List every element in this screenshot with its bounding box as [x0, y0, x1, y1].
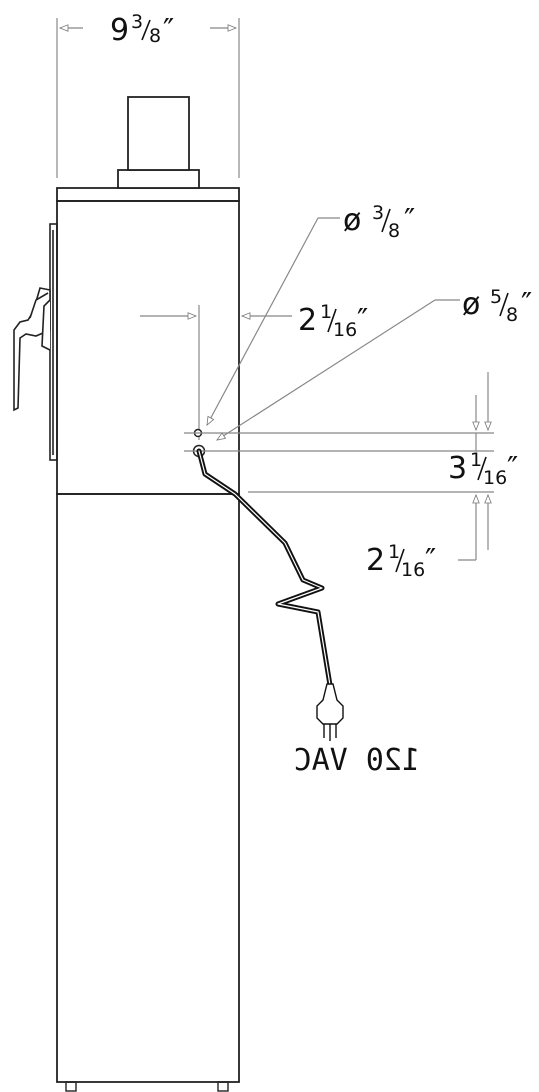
height-lower-whole: 2: [366, 543, 385, 578]
dim-side-offset: [140, 305, 292, 440]
cabinet-lower-section: [56, 493, 240, 1083]
leader-large-hole: [216, 299, 460, 441]
hole-large-fraction-bar: [499, 292, 509, 317]
height-lower-unit: ″: [425, 543, 436, 578]
dim-hole-large-label: ø 5 8 ″: [462, 286, 532, 326]
dim-width: [56, 18, 240, 178]
side-offset-unit: ″: [357, 303, 368, 338]
power-plug-icon: [316, 683, 344, 741]
dim-height-upper-label: 3 1 16 ″: [448, 449, 518, 489]
hole-large-den: 8: [506, 304, 518, 326]
width-fraction-bar: [141, 19, 151, 41]
hole-small-unit: ″: [404, 203, 415, 238]
hole-large-unit: ″: [521, 287, 532, 322]
hole-small-fraction-bar: [381, 208, 391, 233]
motor-housing-base: [117, 169, 200, 189]
height-lower-den: 16: [401, 559, 425, 581]
motor-housing-top: [127, 96, 190, 171]
height-upper-den: 16: [483, 467, 507, 489]
height-lower-num: 1: [388, 541, 400, 563]
power-cord: [196, 448, 333, 688]
power-label: 120 VAC: [294, 743, 420, 778]
door-panel: [49, 223, 58, 461]
width-num: 3: [131, 11, 143, 33]
dim-hole-small-label: ø 3 8 ″: [343, 202, 415, 242]
dim-width-label: 9 3 8 ″: [110, 11, 174, 48]
door-handle: [13, 287, 51, 412]
width-den: 8: [149, 25, 161, 47]
cabinet: [56, 187, 240, 1092]
height-lower-fraction-bar: [395, 548, 405, 573]
width-unit: ″: [163, 13, 174, 48]
side-offset-whole: 2: [298, 303, 317, 338]
hole-large-prefix: ø: [462, 287, 480, 322]
dim-side-offset-label: 2 1 16 ″: [298, 301, 368, 341]
dim-height-lower-label: 2 1 16 ″: [366, 541, 436, 581]
hole-small-num: 3: [372, 202, 384, 224]
cabinet-upper-section: [56, 200, 240, 495]
dim-vertical: [184, 372, 494, 561]
side-offset-fraction-bar: [327, 308, 337, 333]
cabinet-top-cap: [56, 187, 240, 202]
hole-small-den: 8: [388, 220, 400, 242]
foot-left: [65, 1081, 77, 1092]
side-offset-den: 16: [333, 319, 357, 341]
leader-small-hole: [206, 217, 340, 426]
power-label-text: 120 VAC: [294, 743, 420, 778]
height-upper-unit: ″: [507, 451, 518, 486]
side-offset-num: 1: [320, 301, 332, 323]
foot-right: [217, 1081, 229, 1092]
height-upper-num: 1: [470, 449, 482, 471]
hole-small-prefix: ø: [343, 203, 361, 238]
height-upper-whole: 3: [448, 451, 467, 486]
hole-large-num: 5: [490, 286, 502, 308]
motor-housing: [117, 96, 200, 189]
height-upper-fraction-bar: [477, 456, 487, 481]
width-whole: 9: [110, 13, 129, 48]
